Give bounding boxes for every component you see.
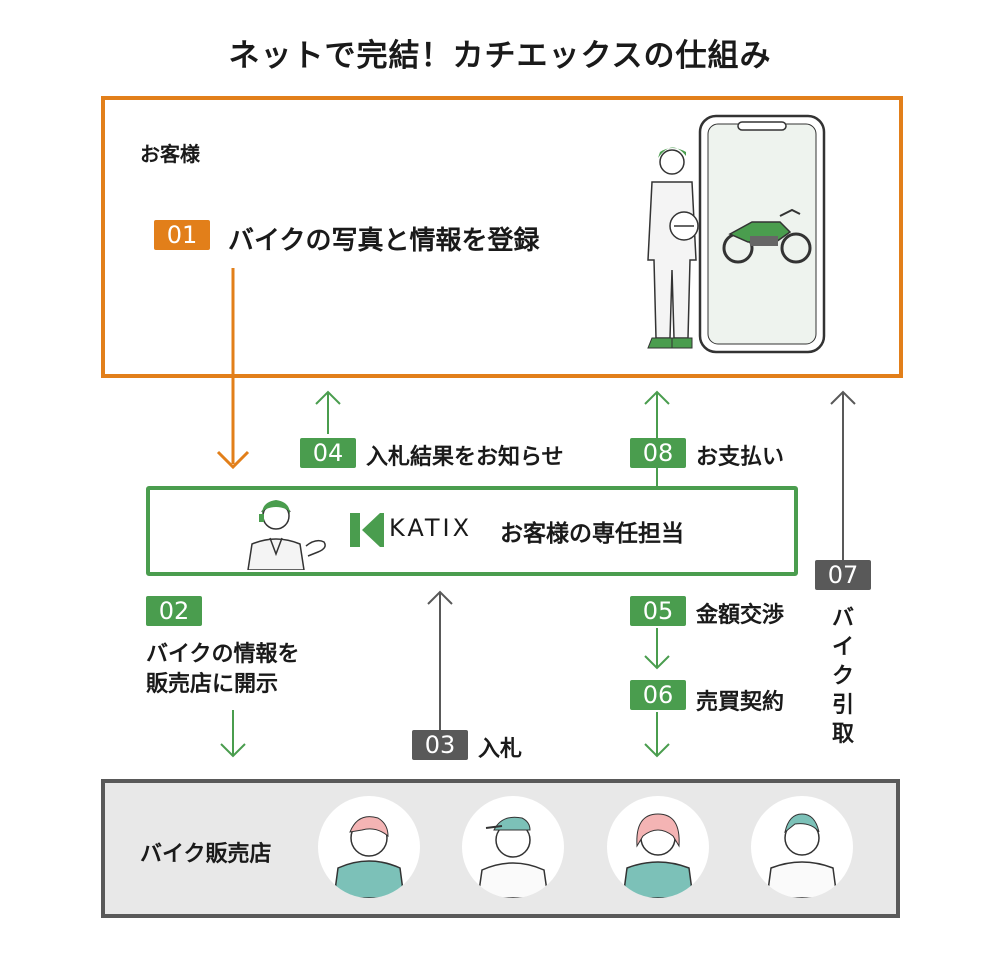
katix-label: お客様の専任担当 (500, 521, 684, 547)
katix-box (146, 486, 798, 576)
step-06-label: 売買契約 (696, 690, 785, 715)
motorcycle-icon (722, 208, 812, 264)
katix-logo-text: KATIX (389, 514, 473, 542)
dealer-staff-avatar-3 (607, 796, 709, 898)
step-01-label: バイクの写真と情報を登録 (228, 226, 540, 256)
dealer-heading: バイク販売店 (140, 842, 272, 867)
step-06-badge: 06 (630, 680, 686, 710)
step-01: 01 (154, 220, 210, 250)
step-08-badge: 08 (630, 438, 686, 468)
step-04-badge: 04 (300, 438, 356, 468)
customer-phone-illustration (647, 114, 826, 354)
customer-heading: お客様 (140, 142, 200, 166)
step-04-label: 入札結果をお知らせ (366, 445, 564, 470)
step-02-badge: 02 (146, 596, 202, 626)
operator-icon (247, 500, 326, 570)
step-03-label: 入札 (478, 737, 523, 762)
step-03-badge: 03 (412, 730, 468, 760)
step-08-label: お支払い (696, 445, 785, 470)
customer-box (101, 96, 903, 378)
step-07-label: バ イ ク 引 取 (831, 606, 854, 747)
step-05-badge: 05 (630, 596, 686, 626)
dealer-staff-avatar-4 (751, 796, 853, 898)
customer-person-icon (647, 147, 699, 349)
dealer-staff-avatar-1 (318, 796, 420, 898)
step-02-line2: 販売店に開示 (146, 672, 279, 697)
step-05-label: 金額交渉 (696, 603, 785, 628)
step-01-badge: 01 (154, 220, 210, 250)
dealer-staff-avatar-2 (462, 796, 564, 898)
step-07-badge: 07 (815, 560, 871, 590)
step-02-line1: バイクの情報を (146, 642, 300, 667)
page-title: ネットで完結！カチエックスの仕組み (228, 38, 772, 74)
katix-logo-icon (350, 513, 384, 547)
